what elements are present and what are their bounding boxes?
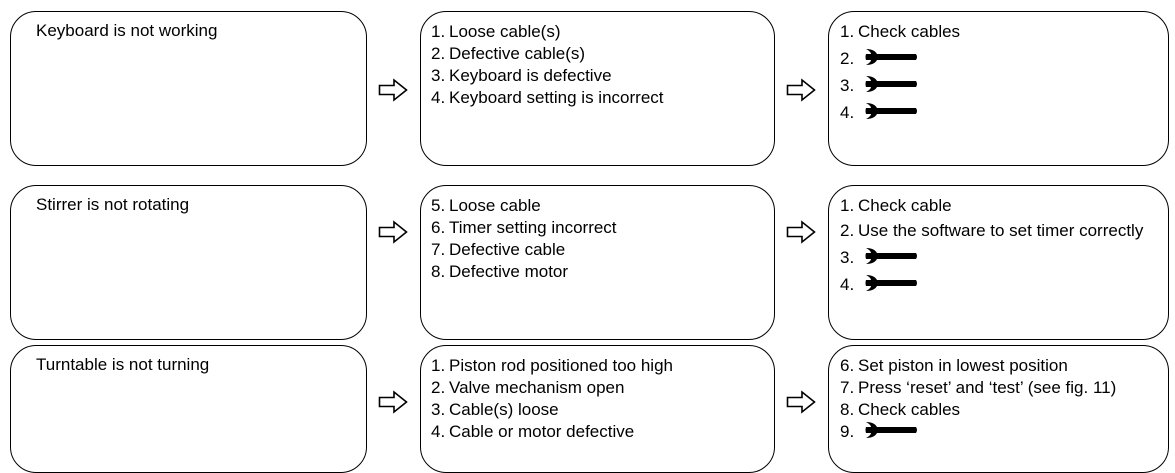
causes-list: 1.Piston rod positioned too high 2.Valve… bbox=[431, 355, 673, 443]
item-text: Defective cable(s) bbox=[449, 44, 586, 63]
causes-box-1: 1.Loose cable(s) 2.Defective cable(s) 3.… bbox=[420, 11, 775, 166]
item-number: 4. bbox=[431, 422, 446, 441]
item-number: 6. bbox=[431, 218, 446, 237]
arrow-icon bbox=[378, 220, 408, 244]
causes-box-2: 5.Loose cable 6.Timer setting incorrect … bbox=[420, 185, 775, 340]
arrow-icon bbox=[786, 390, 816, 414]
cause-item: 2.Valve mechanism open bbox=[431, 377, 673, 398]
item-text: Keyboard is defective bbox=[449, 66, 612, 85]
item-number: 5. bbox=[431, 196, 446, 215]
wrench-icon bbox=[862, 48, 918, 66]
item-number: 9. bbox=[840, 422, 855, 441]
actions-list: 6.Set piston in lowest position 7.Press … bbox=[840, 355, 1116, 443]
item-number: 7. bbox=[840, 378, 855, 397]
cause-item: 5.Loose cable bbox=[431, 195, 617, 216]
wrench-icon bbox=[862, 274, 918, 292]
item-number: 3. bbox=[431, 66, 446, 85]
item-text: Set piston in lowest position bbox=[858, 356, 1068, 375]
action-item: 4. bbox=[840, 102, 960, 123]
item-text: Keyboard setting is incorrect bbox=[449, 88, 664, 107]
item-text: Defective motor bbox=[449, 262, 569, 281]
action-item: 2. bbox=[840, 48, 960, 69]
problem-text: Stirrer is not rotating bbox=[36, 195, 190, 214]
item-number: 3. bbox=[840, 248, 855, 267]
wrench-icon bbox=[862, 247, 918, 265]
causes-box-3: 1.Piston rod positioned too high 2.Valve… bbox=[420, 345, 775, 473]
problem-box-1: Keyboard is not working bbox=[10, 11, 367, 166]
cause-item: 4.Cable or motor defective bbox=[431, 421, 673, 442]
problem-box-3: Turntable is not turning bbox=[10, 345, 367, 473]
item-text: Piston rod positioned too high bbox=[449, 356, 673, 375]
item-text: Defective cable bbox=[449, 240, 566, 259]
item-text: Check cable bbox=[858, 196, 952, 215]
item-text: Use the software to set timer correctly bbox=[858, 221, 1144, 240]
item-text: Check cables bbox=[858, 400, 961, 419]
item-number: 2. bbox=[431, 378, 446, 397]
item-number: 4. bbox=[840, 275, 855, 294]
item-text: Loose cable bbox=[449, 196, 541, 215]
item-number: 6. bbox=[840, 356, 855, 375]
item-text: Timer setting incorrect bbox=[449, 218, 617, 237]
item-number: 4. bbox=[840, 103, 855, 122]
action-item: 1.Check cable bbox=[840, 195, 1143, 216]
item-number: 1. bbox=[840, 196, 855, 215]
action-item: 3. bbox=[840, 247, 1143, 268]
problem-text: Keyboard is not working bbox=[36, 21, 218, 40]
arrow-icon bbox=[786, 78, 816, 102]
action-item: 8.Check cables bbox=[840, 399, 1116, 420]
wrench-icon bbox=[862, 421, 918, 439]
cause-item: 3.Cable(s) loose bbox=[431, 399, 673, 420]
item-number: 8. bbox=[840, 400, 855, 419]
actions-list: 1.Check cable 2.Use the software to set … bbox=[840, 195, 1143, 296]
action-item: 9. bbox=[840, 421, 1116, 442]
wrench-icon bbox=[862, 102, 918, 120]
action-item: 7.Press ‘reset’ and ‘test’ (see fig. 11) bbox=[840, 377, 1116, 398]
arrow-icon bbox=[378, 78, 408, 102]
actions-box-1: 1.Check cables 2. 3. 4. bbox=[828, 11, 1169, 166]
item-number: 8. bbox=[431, 262, 446, 281]
problem-text: Turntable is not turning bbox=[36, 355, 210, 374]
actions-list: 1.Check cables 2. 3. 4. bbox=[840, 21, 960, 124]
action-item: 2.Use the software to set timer correctl… bbox=[840, 220, 1143, 241]
item-number: 7. bbox=[431, 240, 446, 259]
action-item: 3. bbox=[840, 75, 960, 96]
cause-item: 2.Defective cable(s) bbox=[431, 43, 664, 64]
actions-box-3: 6.Set piston in lowest position 7.Press … bbox=[828, 345, 1169, 473]
arrow-icon bbox=[786, 220, 816, 244]
arrow-icon bbox=[378, 390, 408, 414]
cause-item: 6.Timer setting incorrect bbox=[431, 217, 617, 238]
item-number: 1. bbox=[840, 22, 855, 41]
wrench-icon bbox=[862, 75, 918, 93]
item-number: 1. bbox=[431, 22, 446, 41]
cause-item: 4.Keyboard setting is incorrect bbox=[431, 87, 664, 108]
action-item: 6.Set piston in lowest position bbox=[840, 355, 1116, 376]
action-item: 1.Check cables bbox=[840, 21, 960, 42]
item-number: 3. bbox=[840, 76, 855, 95]
action-item: 4. bbox=[840, 274, 1143, 295]
causes-list: 5.Loose cable 6.Timer setting incorrect … bbox=[431, 195, 617, 283]
cause-item: 1.Loose cable(s) bbox=[431, 21, 664, 42]
item-number: 2. bbox=[431, 44, 446, 63]
cause-item: 8.Defective motor bbox=[431, 261, 617, 282]
cause-item: 1.Piston rod positioned too high bbox=[431, 355, 673, 376]
item-number: 2. bbox=[840, 49, 855, 68]
item-number: 4. bbox=[431, 88, 446, 107]
item-text: Cable(s) loose bbox=[449, 400, 559, 419]
item-text: Press ‘reset’ and ‘test’ (see fig. 11) bbox=[858, 378, 1117, 397]
item-text: Loose cable(s) bbox=[449, 22, 561, 41]
item-number: 3. bbox=[431, 400, 446, 419]
cause-item: 3.Keyboard is defective bbox=[431, 65, 664, 86]
causes-list: 1.Loose cable(s) 2.Defective cable(s) 3.… bbox=[431, 21, 664, 109]
actions-box-2: 1.Check cable 2.Use the software to set … bbox=[828, 185, 1169, 340]
item-number: 1. bbox=[431, 356, 446, 375]
item-text: Check cables bbox=[858, 22, 961, 41]
item-text: Valve mechanism open bbox=[449, 378, 625, 397]
item-number: 2. bbox=[840, 221, 855, 240]
item-text: Cable or motor defective bbox=[449, 422, 635, 441]
cause-item: 7.Defective cable bbox=[431, 239, 617, 260]
problem-box-2: Stirrer is not rotating bbox=[10, 185, 367, 340]
